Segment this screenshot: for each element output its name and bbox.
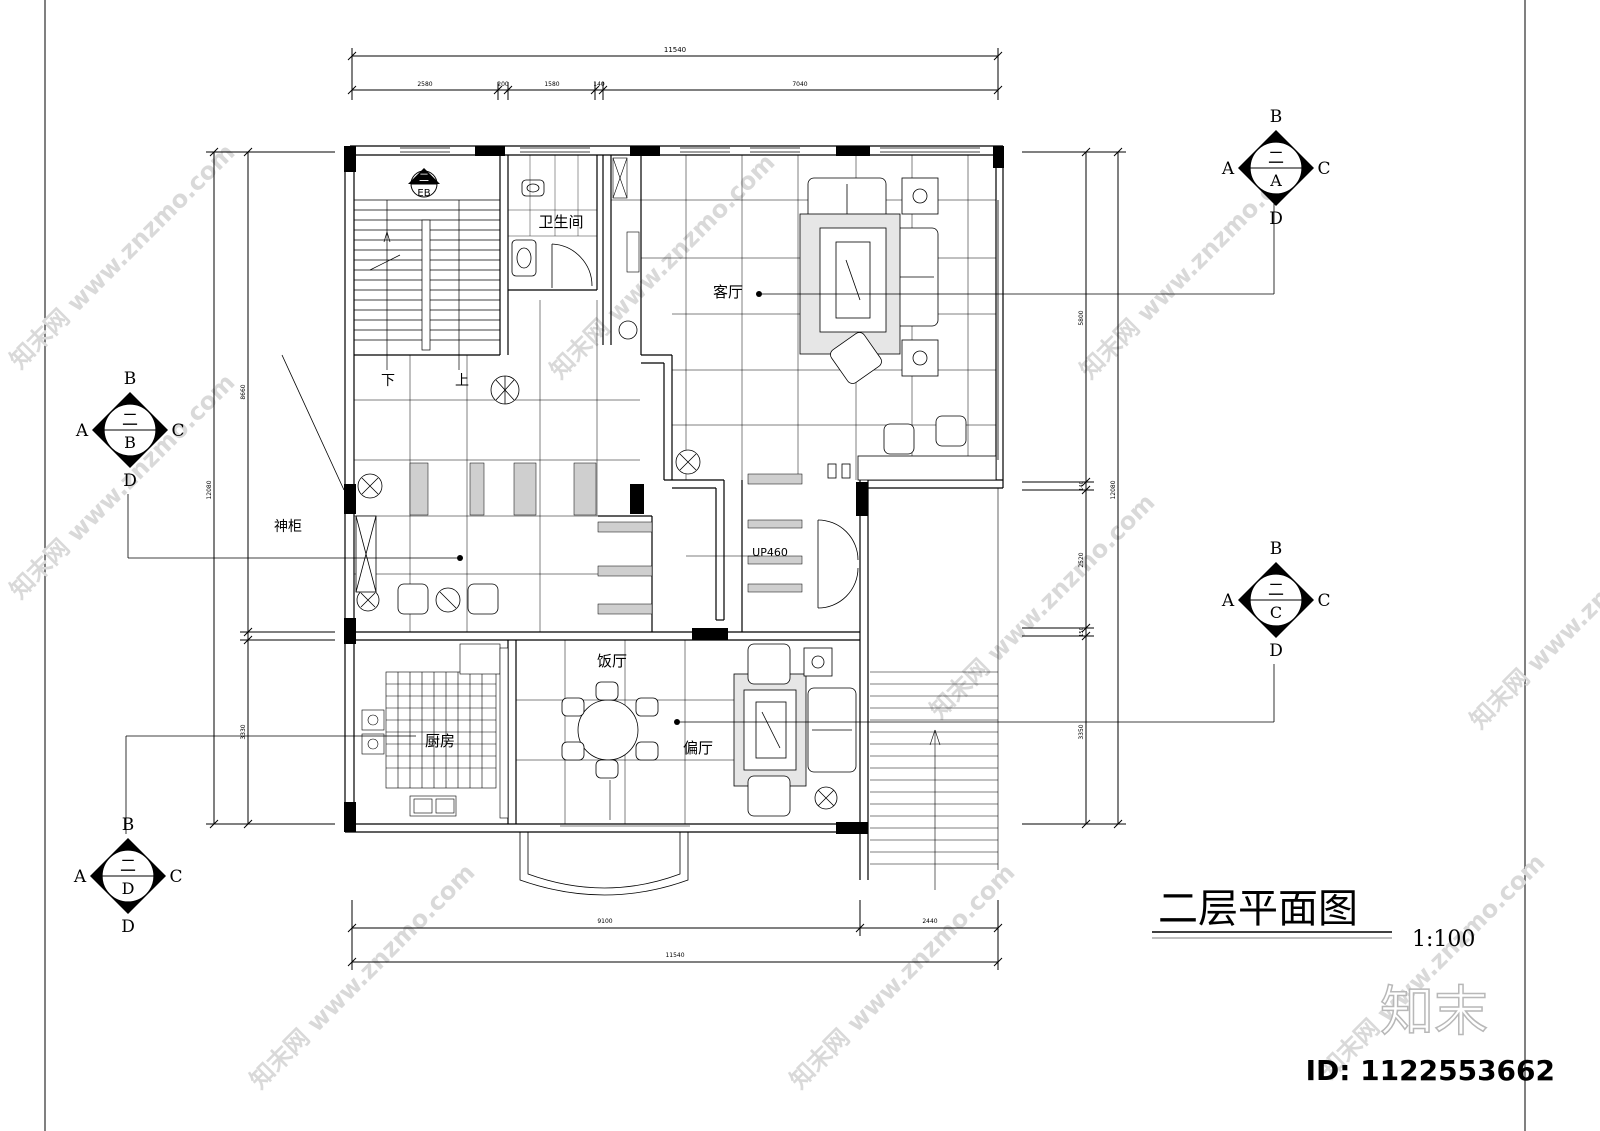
plant-icon <box>618 320 638 340</box>
watermark-text: 知末网 www.znzmo.com <box>544 148 780 384</box>
marker-south: D <box>121 917 135 937</box>
room-label-dining: 饭厅 <box>597 652 627 670</box>
elevation-marker-d: 二 D B A C D <box>73 815 183 937</box>
plant-icons <box>356 320 838 810</box>
marker-east: C <box>169 867 182 887</box>
drawing-id: ID: 1122553662 <box>1306 1054 1555 1087</box>
floor-inlay-strips <box>409 462 803 615</box>
dim-right-seg-1: 5800 <box>1078 310 1085 325</box>
room-label-living: 客厅 <box>713 283 743 301</box>
marker-north: B <box>1270 539 1283 559</box>
dim-top-seg-1: 2580 <box>417 81 432 88</box>
side-hall-furniture <box>733 643 857 817</box>
dim-top-seg-2: 200 <box>497 81 509 88</box>
dining-table <box>560 681 690 827</box>
watermark-text: 知末网 www.znzmo.com <box>784 858 1020 1094</box>
marker-east: C <box>171 421 184 441</box>
hall-marker-dot <box>457 555 463 561</box>
living-room-furniture <box>799 177 997 481</box>
stair-up-note: UP460 <box>752 546 788 559</box>
kitchen-fixtures <box>361 643 509 819</box>
marker-sheet: 二 <box>122 410 138 429</box>
dim-bottom-total: 11540 <box>665 952 684 959</box>
marker-south: D <box>123 471 137 491</box>
bay-window <box>519 832 689 896</box>
room-label-shrine: 神柜 <box>274 519 302 535</box>
drawing-scale: 1:100 <box>1412 927 1475 952</box>
dim-top-seg-4: 140 <box>593 81 605 88</box>
left-dimensions <box>206 147 335 829</box>
bathroom-fixtures <box>508 155 597 288</box>
marker-view: D <box>122 879 135 898</box>
marker-view: B <box>124 433 136 452</box>
right-dimensions <box>1022 147 1126 829</box>
marker-sheet: 二 <box>120 856 136 875</box>
dim-top-seg-5: 7040 <box>792 81 807 88</box>
main-stair <box>354 199 500 370</box>
stair-down-label: 下 <box>381 373 395 389</box>
watermark-text: 知末网 www.znzmo.com <box>924 488 1160 724</box>
stair-marker-top: 二 <box>419 173 429 184</box>
room-label-bathroom: 卫生间 <box>538 213 583 231</box>
stair-up-label: 上 <box>455 373 469 389</box>
shrine-cabinet <box>281 354 499 615</box>
structural-columns <box>344 146 1004 834</box>
marker-west: A <box>1221 591 1235 611</box>
dim-bottom-seg-2: 2440 <box>922 918 937 925</box>
watermark-text: 知末网 www.znzmo.com <box>1464 498 1600 734</box>
marker-east: C <box>1317 159 1330 179</box>
marker-east: C <box>1317 591 1330 611</box>
site-logo: 知末 <box>1380 980 1488 1043</box>
dim-top-seg-3: 1580 <box>544 81 559 88</box>
dim-right-seg-2: 140 <box>1079 481 1085 491</box>
marker-sheet: 二 <box>1268 580 1284 599</box>
dim-left-seg-1: 8660 <box>240 384 247 399</box>
living-room-marker-dot <box>756 291 762 297</box>
marker-west: A <box>1221 159 1235 179</box>
watermark-text: 知末网 www.znzmo.com <box>244 858 480 1094</box>
dim-top-total: 11540 <box>664 46 686 54</box>
marker-north: B <box>122 815 135 835</box>
marker-north: B <box>124 369 137 389</box>
dim-right-seg-4: 150 <box>1079 627 1085 637</box>
marker-view: A <box>1269 171 1282 190</box>
dim-right-total: 12080 <box>1110 480 1117 499</box>
side-hall-marker-dot <box>674 719 680 725</box>
dim-left-total: 12080 <box>206 480 213 499</box>
marker-south: D <box>1269 209 1283 229</box>
marker-west: A <box>73 867 87 887</box>
elevation-marker-b: 二 B B A C D <box>75 369 185 491</box>
marker-west: A <box>75 421 89 441</box>
watermark-text: 知末网 www.znzmo.com <box>4 138 240 374</box>
drawing-title: 二层平面图 <box>1158 886 1358 932</box>
bottom-dimensions <box>347 900 1003 970</box>
dim-right-seg-5: 3350 <box>1078 724 1085 739</box>
marker-sheet: 二 <box>1268 148 1284 167</box>
marker-north: B <box>1270 107 1283 127</box>
dim-left-seg-2: 3330 <box>240 724 247 739</box>
marker-view: C <box>1270 603 1282 622</box>
room-label-side-hall: 偏厅 <box>683 739 713 757</box>
top-windows <box>400 147 999 460</box>
marker-south: D <box>1269 641 1283 661</box>
elevation-marker-c: 二 C B A C D <box>1221 539 1331 661</box>
watermark-text: 知末网 www.znzmo.com <box>1314 848 1550 1084</box>
corridor-cabinet <box>612 157 640 273</box>
room-label-kitchen: 厨房 <box>425 732 455 750</box>
dim-bottom-seg-1: 9100 <box>597 918 612 925</box>
walls <box>344 145 1004 880</box>
stair-marker-bottom: EB <box>417 188 430 199</box>
outdoor-stair <box>870 488 999 890</box>
top-dimensions <box>347 48 1003 100</box>
elevation-marker-a: 二 A B A C D <box>1221 107 1331 229</box>
balcony-door <box>817 519 859 609</box>
stair-section-marker: 二 EB <box>408 168 440 199</box>
dim-right-seg-3: 2520 <box>1078 552 1085 567</box>
